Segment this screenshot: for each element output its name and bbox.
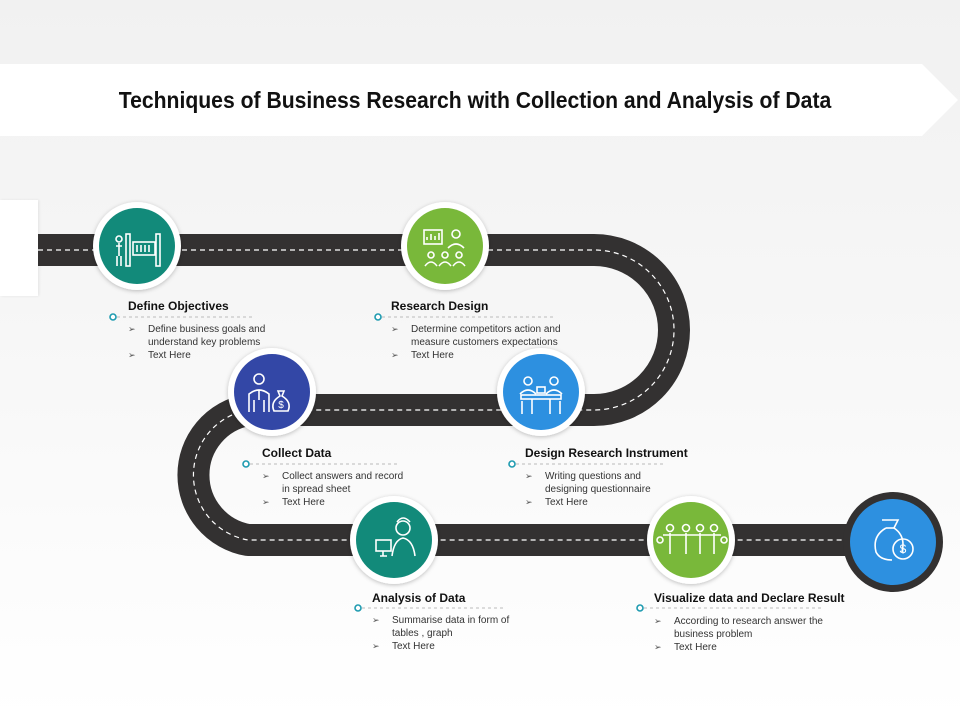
bullet-text: Text Here: [148, 350, 191, 361]
label-connectors: [109, 313, 644, 612]
bullet-arrow-icon: ➢: [525, 497, 533, 507]
step-title-visualize-data: Visualize data and Declare Result: [654, 591, 845, 605]
bullet-arrow-icon: ➢: [372, 641, 380, 651]
bullet-text: Text Here: [411, 350, 454, 361]
analyst-at-computer-icon: [375, 517, 416, 557]
step-badge-research-design: [401, 202, 489, 290]
bullet-arrow-icon: ➢: [128, 350, 136, 360]
bullet-item: ➢ Text Here: [128, 349, 278, 362]
bullet-text: Determine competitors action and measure…: [411, 324, 561, 348]
bullet-arrow-icon: ➢: [372, 615, 380, 625]
bullet-arrow-icon: ➢: [262, 497, 270, 507]
bullet-text: According to research answer the busines…: [674, 616, 823, 640]
svg-text:$: $: [278, 400, 284, 411]
bullet-item: ➢ Text Here: [654, 641, 824, 654]
step-bullets-research-design: ➢ Determine competitors action and measur…: [391, 323, 571, 362]
bullet-text: Writing questions and designing question…: [545, 471, 651, 495]
label-underlines: [117, 316, 821, 609]
step-title-analysis-of-data: Analysis of Data: [372, 591, 466, 605]
presentation-audience-icon: [423, 229, 466, 267]
page-title: Techniques of Business Research with Col…: [118, 87, 832, 113]
bullet-text: Text Here: [545, 497, 588, 508]
bullet-item: ➢ Text Here: [525, 496, 665, 509]
bullet-arrow-icon: ➢: [654, 642, 662, 652]
bullet-item: ➢ Summarise data in form of tables , grap…: [372, 614, 517, 640]
bullet-arrow-icon: ➢: [391, 324, 399, 334]
bullet-text: Summarise data in form of tables , graph: [392, 615, 510, 639]
step-title-define-objectives: Define Objectives: [128, 299, 229, 313]
bullet-item: ➢ According to research answer the busine…: [654, 615, 824, 641]
step-badge-visualize-data: [647, 496, 735, 584]
bullet-text: Define business goals and understand key…: [148, 324, 266, 348]
bullet-item: ➢ Text Here: [391, 349, 571, 362]
businessman-money-bag-icon: $: [248, 373, 290, 412]
step-badge-analysis-of-data: [350, 496, 438, 584]
step-title-research-design: Research Design: [391, 299, 489, 313]
svg-text:$: $: [900, 542, 907, 556]
bullet-item: ➢ Text Here: [372, 640, 517, 653]
title-banner: [0, 64, 958, 136]
step-badge-define-objectives: [93, 202, 181, 290]
step-bullets-analysis-of-data: ➢ Summarise data in form of tables , grap…: [372, 614, 517, 653]
bullet-arrow-icon: ➢: [654, 616, 662, 626]
door-exit-icon: [115, 233, 161, 267]
meeting-table-icon: [519, 376, 563, 414]
bullet-item: ➢ Writing questions and designing questio…: [525, 470, 665, 496]
step-title-design-research-instrument: Design Research Instrument: [525, 446, 688, 460]
step-bullets-define-objectives: ➢ Define business goals and understand ke…: [128, 323, 278, 362]
bullet-item: ➢ Determine competitors action and measur…: [391, 323, 571, 349]
bullet-item: ➢ Define business goals and understand ke…: [128, 323, 278, 349]
left-edge-tab: [0, 200, 38, 296]
bullet-arrow-icon: ➢: [262, 471, 270, 481]
bullet-text: Collect answers and record in spread she…: [282, 471, 404, 495]
team-handshake-icon: [656, 523, 728, 554]
step-bullets-collect-data: ➢ Collect answers and record in spread sh…: [262, 470, 410, 509]
bullet-item: ➢ Collect answers and record in spread sh…: [262, 470, 410, 496]
step-badge-design-research-instrument: [497, 348, 585, 436]
bullet-text: Text Here: [392, 641, 435, 652]
step-bullets-visualize-data: ➢ According to research answer the busine…: [654, 615, 824, 654]
winding-road: [38, 234, 900, 556]
money-bag-coin-icon: $: [874, 519, 914, 561]
bullet-arrow-icon: ➢: [391, 350, 399, 360]
step-title-collect-data: Collect Data: [262, 446, 332, 460]
step-badge-collect-data: $: [228, 348, 316, 436]
bullet-item: ➢ Text Here: [262, 496, 410, 509]
bullet-arrow-icon: ➢: [525, 471, 533, 481]
bullet-text: Text Here: [282, 497, 325, 508]
bullet-text: Text Here: [674, 642, 717, 653]
bullet-arrow-icon: ➢: [128, 324, 136, 334]
road-end-badge: $: [843, 492, 943, 592]
step-bullets-design-research-instrument: ➢ Writing questions and designing questio…: [525, 470, 665, 509]
